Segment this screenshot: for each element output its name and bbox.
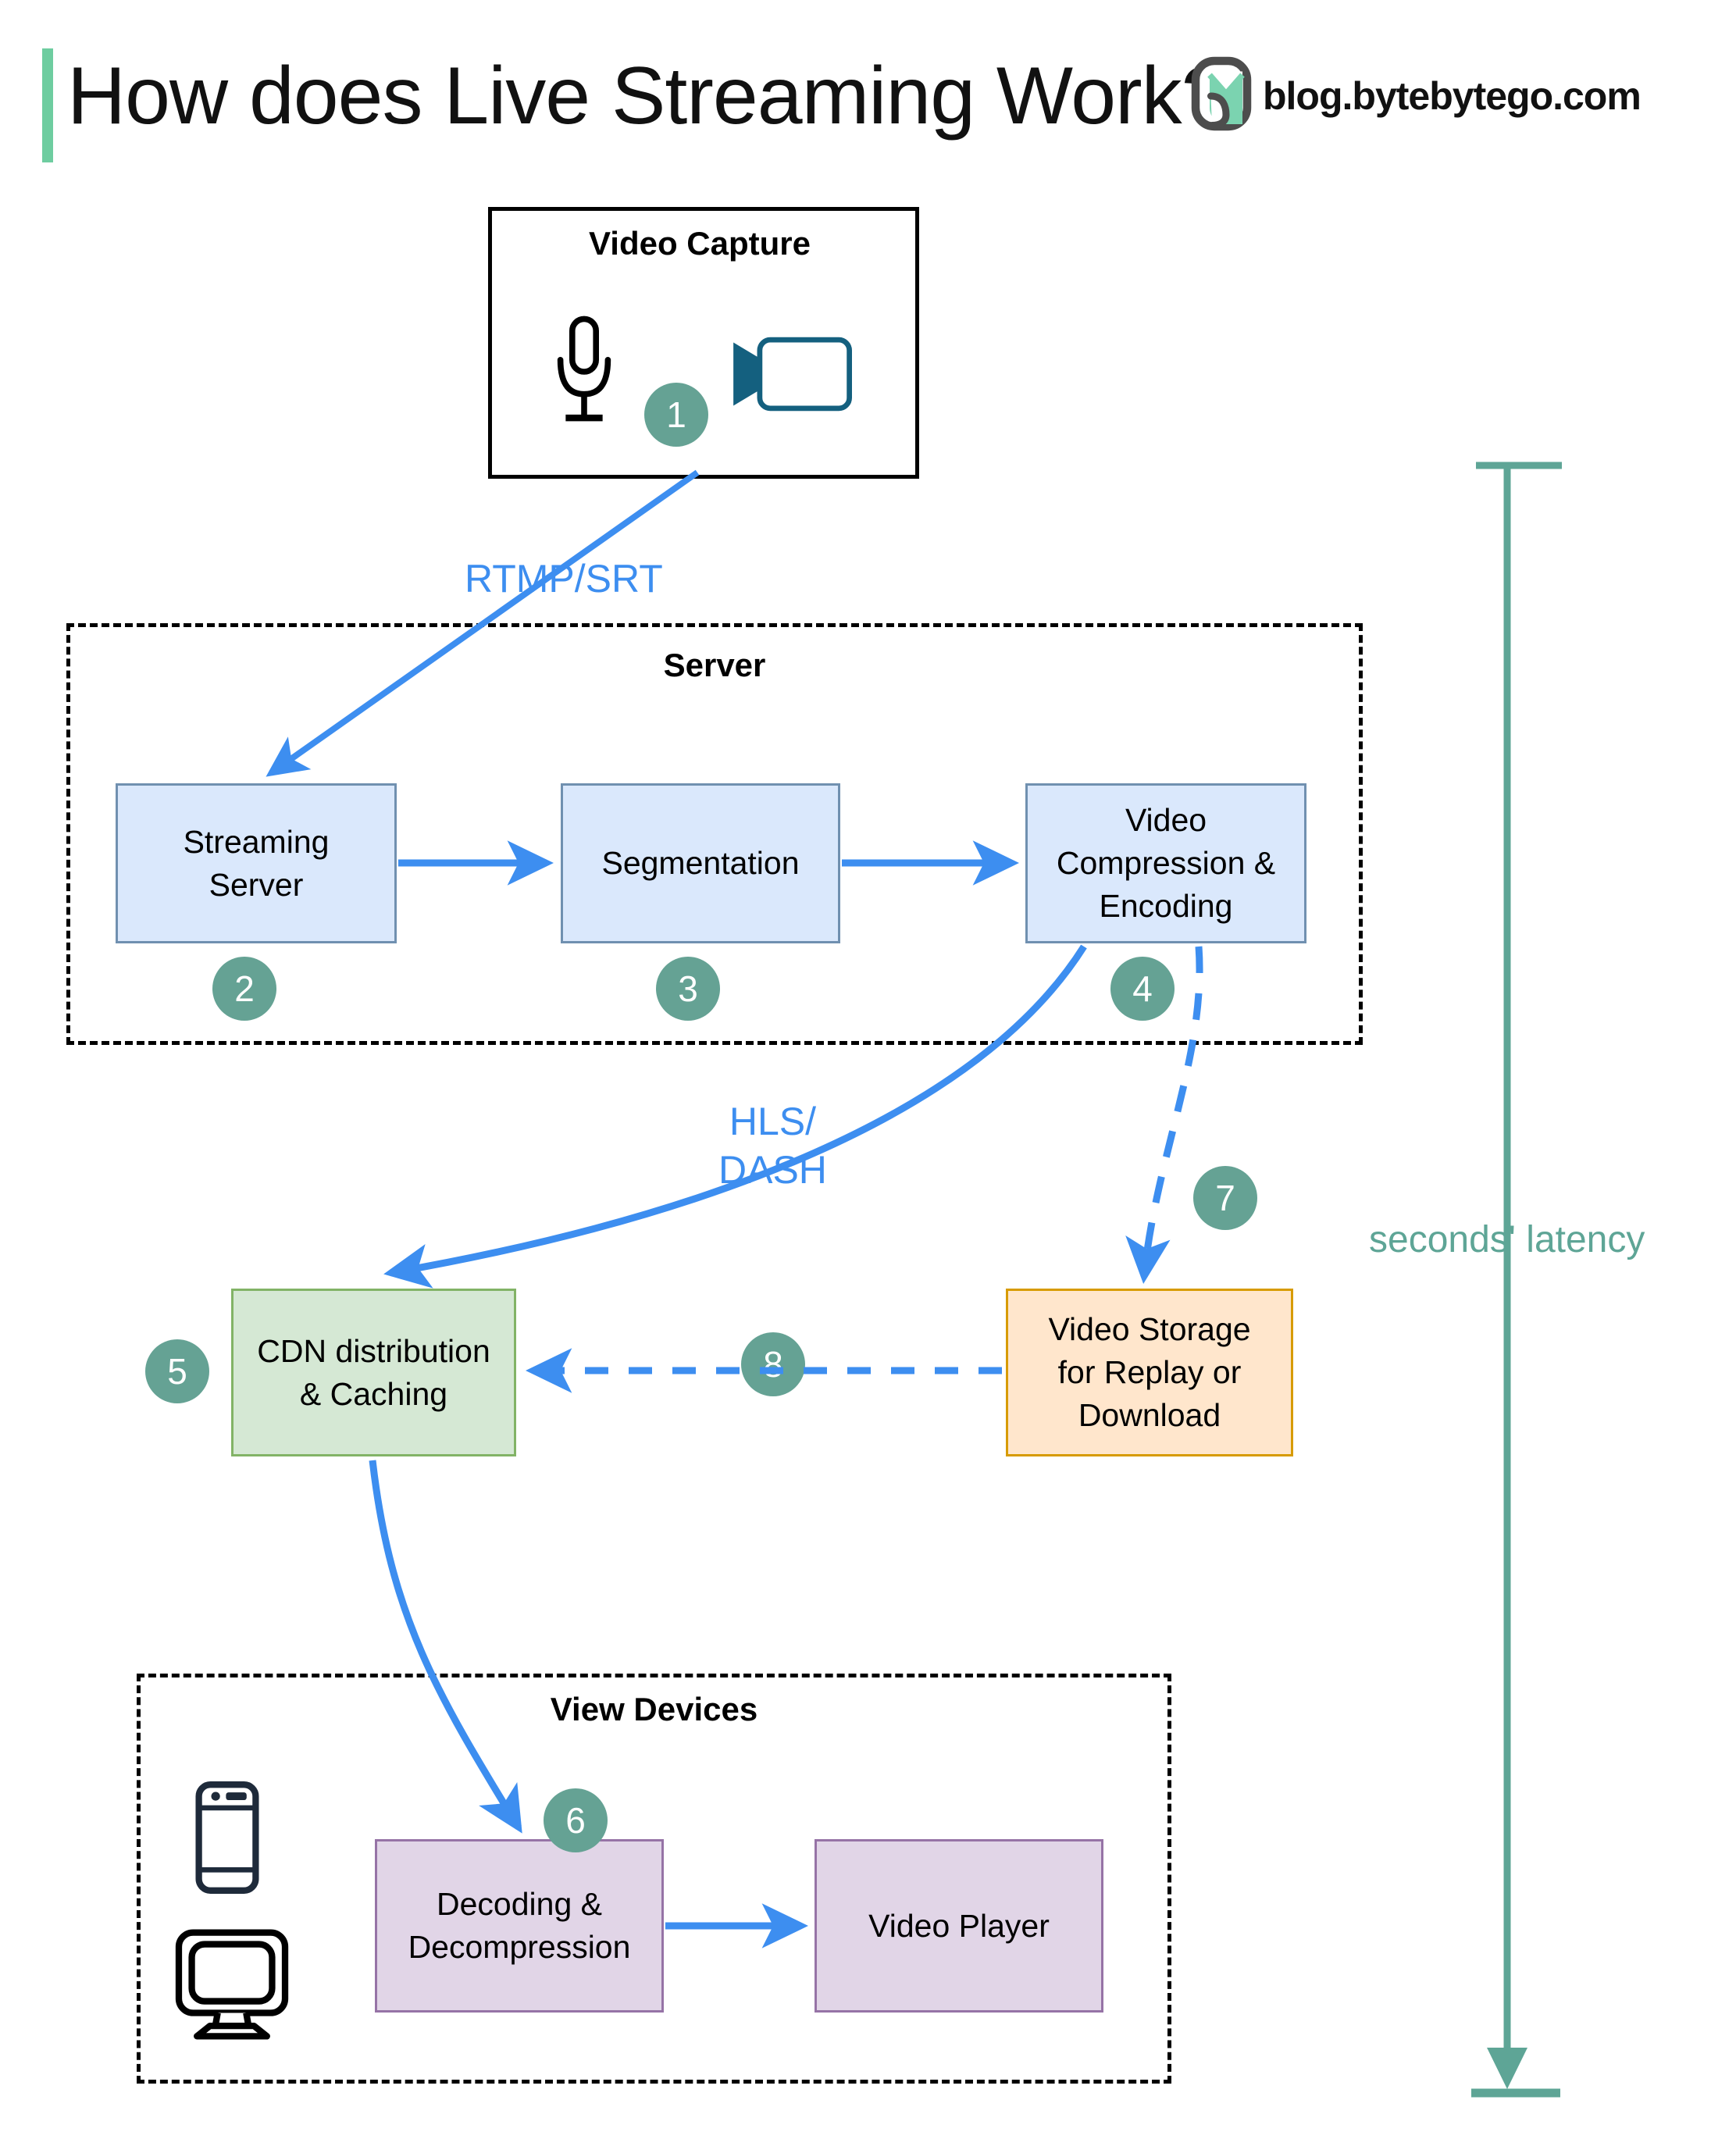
step-badge-1: 1 — [644, 383, 708, 447]
node-video-storage[interactable]: Video Storage for Replay or Download — [1006, 1289, 1293, 1456]
view-devices-title: View Devices — [550, 1691, 758, 1727]
step-badge-5: 5 — [145, 1339, 209, 1403]
step-badge-3: 3 — [656, 957, 720, 1021]
node-decoding-decompression[interactable]: Decoding & Decompression — [375, 1839, 664, 2013]
latency-bracket — [1453, 461, 1577, 2120]
node-video-compression-encoding[interactable]: Video Compression & Encoding — [1025, 783, 1306, 943]
microphone-icon — [544, 312, 624, 435]
video-capture-title: Video Capture — [589, 225, 811, 262]
brand-text: blog.bytebytego.com — [1263, 73, 1642, 118]
node-segmentation[interactable]: Segmentation — [561, 783, 840, 943]
bytebytego-logo-icon — [1191, 56, 1252, 135]
brand-logo: blog.bytebytego.com — [1191, 56, 1642, 135]
view-devices-group — [137, 1674, 1171, 2084]
step-badge-2: 2 — [212, 957, 276, 1021]
node-streaming-server[interactable]: Streaming Server — [116, 783, 397, 943]
title-accent-bar — [42, 48, 53, 162]
step-badge-4: 4 — [1110, 957, 1175, 1021]
node-video-player[interactable]: Video Player — [815, 1839, 1103, 2013]
server-group-title: Server — [663, 647, 766, 683]
video-camera-icon — [722, 332, 855, 420]
step-badge-7: 7 — [1193, 1166, 1257, 1230]
page-title: How does Live Streaming Work? — [67, 51, 1227, 141]
node-cdn-distribution-caching[interactable]: CDN distribution & Caching — [231, 1289, 516, 1456]
edge-label-hls-dash: HLS/ DASH — [718, 1100, 827, 1192]
latency-label: seconds' latency — [1369, 1219, 1645, 1260]
smartphone-icon — [194, 1779, 261, 1900]
desktop-monitor-icon — [173, 1927, 291, 2045]
step-badge-8: 8 — [741, 1332, 805, 1396]
step-badge-6: 6 — [544, 1788, 608, 1852]
edge-label-rtmp-srt: RTMP/SRT — [465, 557, 663, 601]
